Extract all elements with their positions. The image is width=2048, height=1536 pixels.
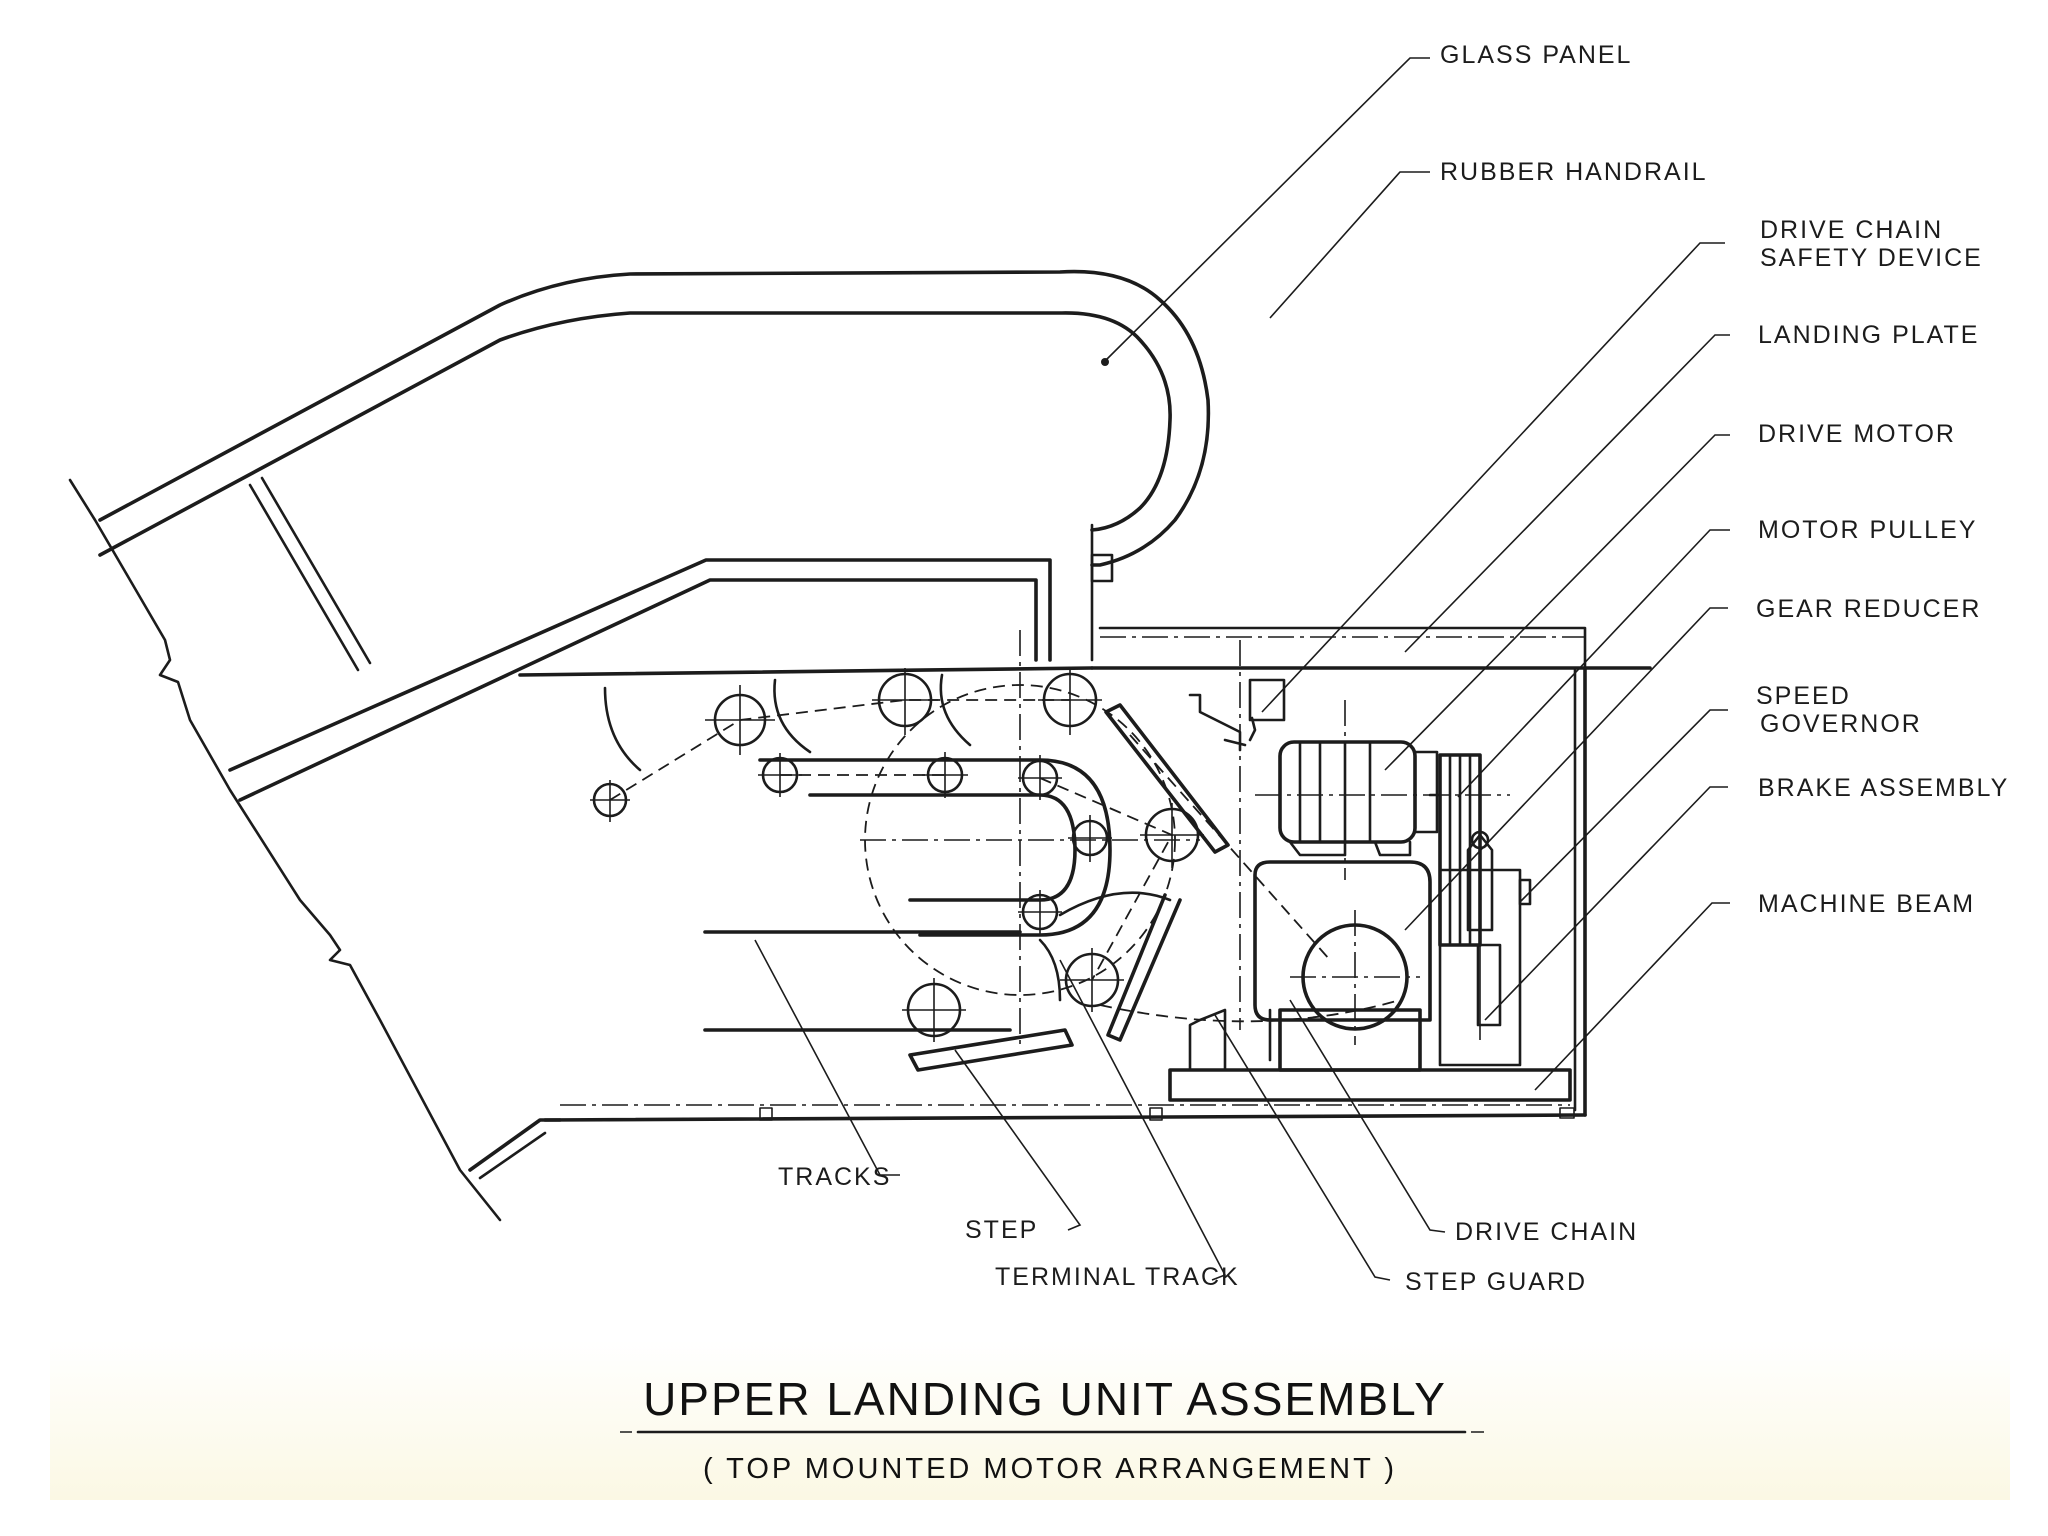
leader-lines bbox=[754, 57, 1730, 1281]
leader-rubber-handrail bbox=[1269, 171, 1430, 319]
terminal-track-loop bbox=[703, 758, 1112, 1072]
label-drive-motor: DRIVE MOTOR bbox=[1758, 420, 1956, 448]
title-block: UPPER LANDING UNIT ASSEMBLY ( TOP MOUNTE… bbox=[620, 1373, 1484, 1485]
leader-terminal-track bbox=[1059, 959, 1227, 1281]
label-machine-beam: MACHINE BEAM bbox=[1758, 890, 1975, 918]
leader-tracks bbox=[754, 939, 900, 1176]
leader-drive-chain bbox=[1289, 999, 1446, 1233]
leader-gear-reducer bbox=[1404, 607, 1728, 931]
leader-drive-motor bbox=[1384, 434, 1730, 771]
truss-break-lines bbox=[68, 478, 562, 1222]
machine-parts bbox=[1099, 640, 1572, 1102]
label-step: STEP bbox=[965, 1216, 1038, 1244]
pit-structure bbox=[518, 626, 1652, 1122]
label-glass-panel: GLASS PANEL bbox=[1440, 41, 1632, 69]
step-rollers bbox=[590, 668, 1204, 1042]
label-drive-chain: DRIVE CHAIN bbox=[1455, 1218, 1638, 1246]
label-speed-governor-line1: SPEED bbox=[1756, 682, 1851, 710]
page-subtitle: ( TOP MOUNTED MOTOR ARRANGEMENT ) bbox=[703, 1453, 1397, 1485]
leader-glass-panel bbox=[1102, 57, 1430, 364]
leader-dot-glass-panel bbox=[1101, 358, 1109, 366]
leader-brake-assembly bbox=[1484, 786, 1728, 1021]
label-gear-reducer: GEAR REDUCER bbox=[1756, 595, 1981, 623]
page-title: UPPER LANDING UNIT ASSEMBLY bbox=[643, 1373, 1447, 1425]
label-motor-pulley: MOTOR PULLEY bbox=[1758, 516, 1977, 544]
leader-step bbox=[954, 1049, 1082, 1231]
leader-machine-beam bbox=[1534, 902, 1730, 1091]
glass-panel-inner bbox=[228, 523, 1114, 802]
step-profiles bbox=[603, 673, 1230, 1042]
label-drive-chain-safety-device-line2: SAFETY DEVICE bbox=[1760, 244, 1983, 272]
label-speed-governor-line2: GOVERNOR bbox=[1760, 710, 1922, 738]
paper-tint bbox=[50, 1340, 2010, 1500]
leader-step-guard bbox=[1214, 1014, 1391, 1281]
label-drive-chain-safety-device-line1: DRIVE CHAIN bbox=[1760, 216, 1943, 244]
label-terminal-track: TERMINAL TRACK bbox=[995, 1263, 1240, 1291]
part-labels: GLASS PANEL RUBBER HANDRAIL DRIVE CHAIN … bbox=[778, 41, 2009, 1296]
leader-motor-pulley bbox=[1457, 529, 1730, 798]
leader-speed-governor bbox=[1519, 709, 1728, 903]
leader-landing-plate bbox=[1404, 334, 1730, 653]
label-tracks: TRACKS bbox=[778, 1163, 891, 1191]
label-rubber-handrail: RUBBER HANDRAIL bbox=[1440, 158, 1708, 186]
leader-safety-device bbox=[1261, 242, 1725, 713]
step-chain-wheel bbox=[860, 630, 1200, 1050]
label-step-guard: STEP GUARD bbox=[1405, 1268, 1587, 1296]
label-brake-assembly: BRAKE ASSEMBLY bbox=[1758, 774, 2009, 802]
label-landing-plate: LANDING PLATE bbox=[1758, 321, 1979, 349]
handrail-balustrade bbox=[98, 269, 1211, 672]
